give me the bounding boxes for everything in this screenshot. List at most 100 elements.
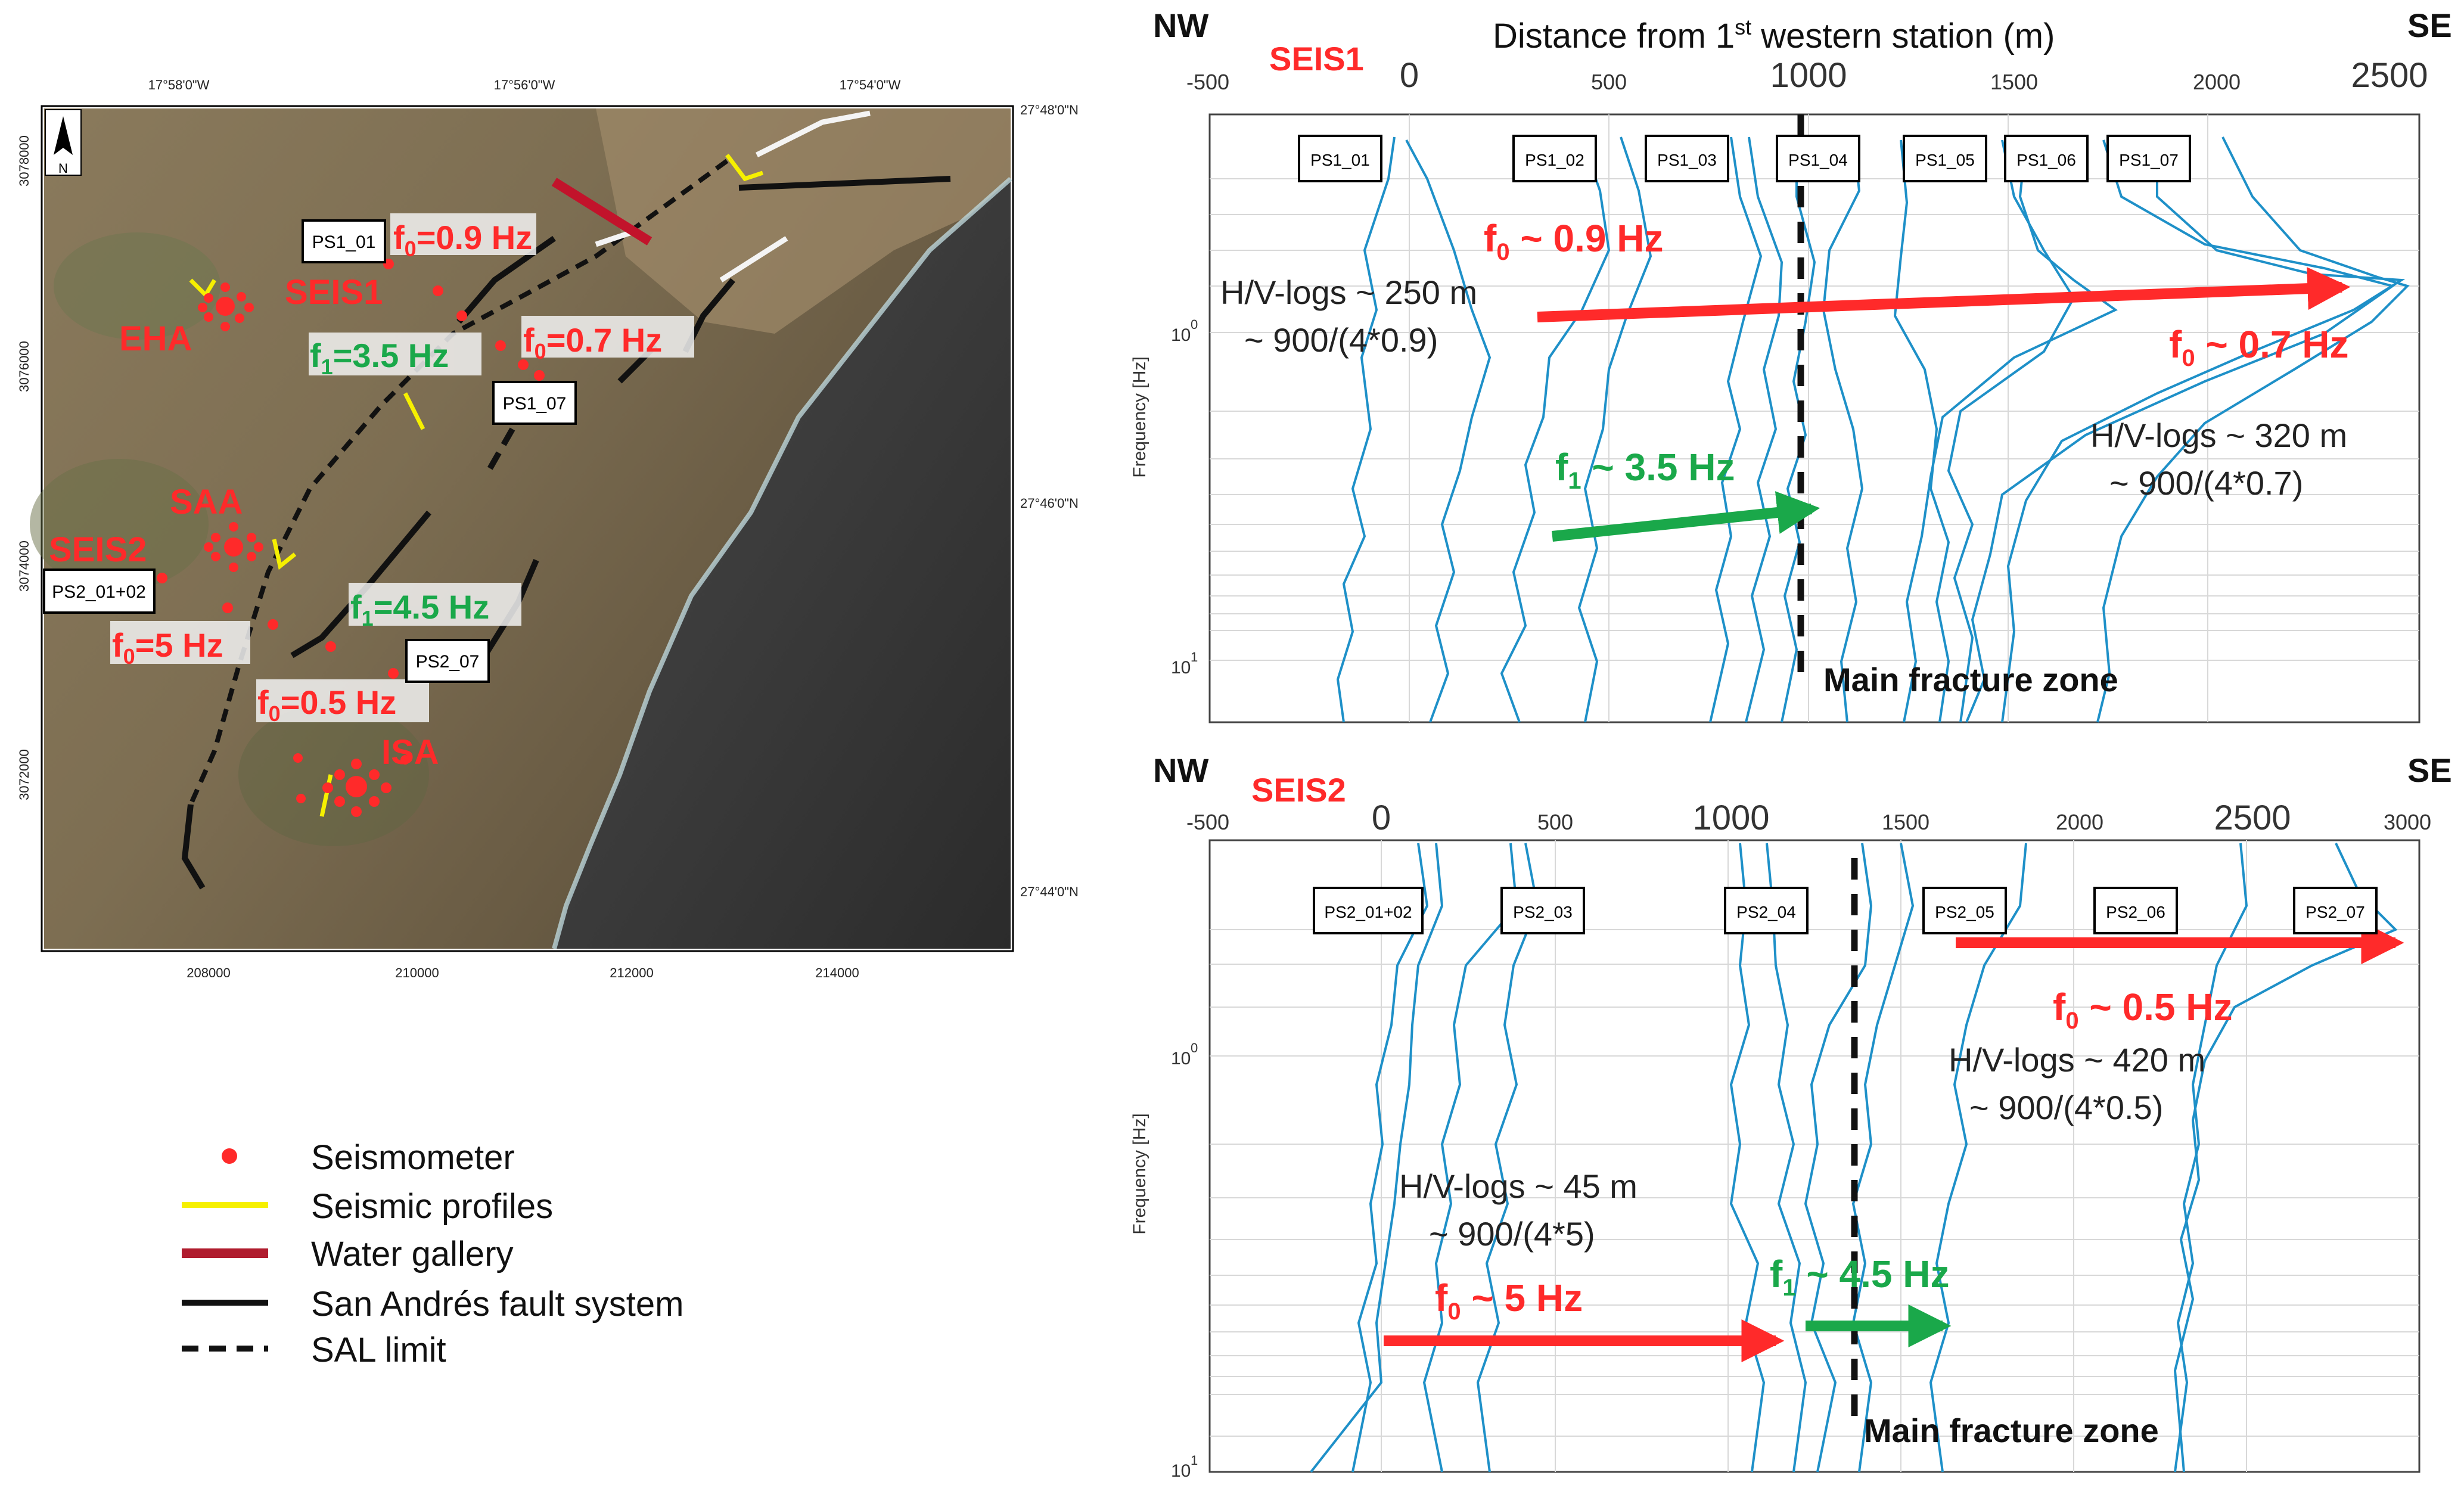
fault-line [738, 176, 951, 191]
map-freq-f1-45: f1=4.5 Hz [350, 588, 489, 630]
seis1-axis-title: Distance from 1st western station (m) [1493, 15, 2055, 55]
seis2-station: PS2_06 [2106, 903, 2165, 921]
seis2-hv-left-2: ~ 900/(4*5) [1429, 1215, 1595, 1253]
lat-tick: 27°48'0"N [1020, 102, 1079, 117]
site-label-eha: EHA [119, 319, 192, 358]
seis1-hv-left-1: H/V-logs ~ 250 m [1220, 274, 1477, 311]
station-box-ps1-01: PS1_01 [312, 232, 376, 252]
seis2-x-tick: 2000 [2056, 810, 2103, 834]
legend-sal-label: SAL limit [311, 1331, 446, 1369]
coastline [552, 177, 1012, 950]
map-freq-f0-07: f0=0.7 Hz [523, 321, 662, 364]
seismic-profile-markers [189, 153, 764, 817]
seis2-station: PS2_05 [1935, 903, 1994, 921]
legend-gallery-label: Water gallery [311, 1235, 514, 1273]
seis2-x-tick: 2500 [2214, 799, 2291, 837]
seis1-station: PS1_05 [1915, 151, 1975, 169]
site-label-saa: SAA [170, 483, 243, 521]
seis1-arrow-f0-red [1537, 267, 2351, 322]
map-relief [596, 108, 1011, 334]
seis2-panel: PS2_01+02 PS2_03 PS2_04 PS2_05 PS2_06 PS… [1130, 751, 2452, 1481]
seis1-plot-area [1208, 113, 2421, 723]
seis2-ylabel: Frequency [Hz] [1130, 1113, 1149, 1234]
map-freq-f0-09: f0=0.9 Hz [393, 219, 532, 261]
legend-fault-label: San Andrés fault system [311, 1285, 683, 1324]
seis1-x-tick: -500 [1186, 70, 1229, 94]
lon-tick: 17°54'0"W [840, 77, 901, 92]
seis1-station: PS1_04 [1788, 151, 1848, 169]
seis2-x-tick: 0 [1372, 799, 1391, 837]
seis2-fracture-label: Main fracture zone [1864, 1412, 2159, 1449]
seis1-station: PS1_02 [1525, 151, 1584, 169]
northing-tick: 3074000 [17, 540, 32, 592]
seis2-ann-f0-5: f0 ~ 5 Hz [1435, 1276, 1583, 1325]
seis1-x-tick: 1500 [1990, 70, 2038, 94]
vegetation-patch [30, 459, 209, 590]
fault-line [181, 804, 206, 890]
seis2-y-tick-base: 10 [1171, 1461, 1191, 1481]
seis1-ann-f0-09: f0 ~ 0.9 Hz [1484, 217, 1663, 265]
seis1-title: SEIS1 [1269, 40, 1364, 77]
seis1-ann-f0-07: f0 ~ 0.7 Hz [2169, 323, 2348, 371]
seis1-y-tick-exp: 1 [1191, 650, 1198, 664]
seis1-arrow-f1-green [1552, 491, 1820, 542]
seis2-y-tick-exp: 1 [1191, 1453, 1198, 1468]
seis1-station-boxes: PS1_01 PS1_02 PS1_03 PS1_04 PS1_05 PS1_0… [1298, 135, 2191, 182]
map-sea [554, 179, 1011, 949]
seis2-y-tick-exp: 0 [1191, 1040, 1198, 1055]
seis1-x-tick: 0 [1400, 56, 1419, 95]
seis2-y-tick-base: 10 [1171, 1049, 1191, 1068]
seis2-x-tick: 1500 [1882, 810, 1929, 834]
easting-tick: 210000 [395, 965, 439, 980]
seis1-station: PS1_01 [1310, 151, 1370, 169]
seis2-hv-left-1: H/V-logs ~ 45 m [1399, 1167, 1638, 1205]
sal-limit-line [188, 159, 729, 806]
seis1-hv-left-2: ~ 900/(4*0.9) [1244, 321, 1438, 359]
fault-line [486, 427, 515, 473]
seis1-nw-label: NW [1153, 7, 1208, 44]
seis1-hv-right-1: H/V-logs ~ 320 m [2090, 417, 2347, 454]
water-gallery [551, 178, 652, 246]
seis1-hv-curves [1336, 136, 2410, 723]
northing-tick: 3076000 [17, 341, 32, 392]
seis2-x-tick: 500 [1537, 810, 1573, 834]
seis2-title: SEIS2 [1251, 771, 1346, 809]
easting-tick: 214000 [815, 965, 859, 980]
seis1-station: PS1_03 [1657, 151, 1717, 169]
seis1-ylabel: Frequency [Hz] [1130, 356, 1149, 477]
easting-tick: 208000 [187, 965, 230, 980]
seis2-x-tick: 3000 [2384, 810, 2431, 834]
lat-tick: 27°44'0"N [1020, 884, 1079, 899]
seis1-x-tick: 1000 [1770, 56, 1847, 95]
site-label-seis1: SEIS1 [285, 273, 383, 312]
legend-profiles-label: Seismic profiles [311, 1187, 553, 1226]
seis2-station-boxes: PS2_01+02 PS2_03 PS2_04 PS2_05 PS2_06 PS… [1313, 887, 2378, 934]
seis1-hv-right-2: ~ 900/(4*0.7) [2109, 464, 2303, 502]
northing-tick: 3078000 [17, 135, 32, 187]
road [755, 110, 871, 158]
seis1-x-tick: 500 [1591, 70, 1627, 94]
seis2-x-tick: -500 [1186, 810, 1229, 834]
seis2-x-tick: 1000 [1692, 799, 1769, 837]
legend: Seismometer Seismic profiles Water galle… [182, 1138, 683, 1369]
station-box-ps2-07: PS2_07 [416, 652, 480, 672]
fault-line [290, 510, 431, 658]
station-box-ps1-07: PS1_07 [503, 394, 567, 414]
seis1-station: PS1_06 [2016, 151, 2076, 169]
easting-tick: 212000 [610, 965, 653, 980]
legend-seismometer-icon [222, 1148, 237, 1164]
road [719, 236, 788, 282]
seis2-ann-f0-05: f0 ~ 0.5 Hz [2053, 986, 2232, 1034]
map-panel: N 17°58'0"W 17°56'0"W 17°54'0"W 27°48'0"… [17, 77, 1079, 980]
lat-tick: 27°46'0"N [1020, 496, 1079, 511]
seis2-se-label: SE [2407, 751, 2452, 789]
north-label: N [58, 161, 68, 176]
seis2-ann-f1-45: f1 ~ 4.5 Hz [1770, 1253, 1949, 1301]
map-freq-f0-5: f0=5 Hz [112, 626, 223, 669]
seis2-station: PS2_01+02 [1324, 903, 1412, 921]
seis2-grid [1210, 840, 2419, 1472]
vegetation-patch [238, 703, 429, 846]
seis1-ann-f1-35: f1 ~ 3.5 Hz [1555, 446, 1735, 494]
map-freq-f0-05: f0=0.5 Hz [257, 684, 396, 726]
